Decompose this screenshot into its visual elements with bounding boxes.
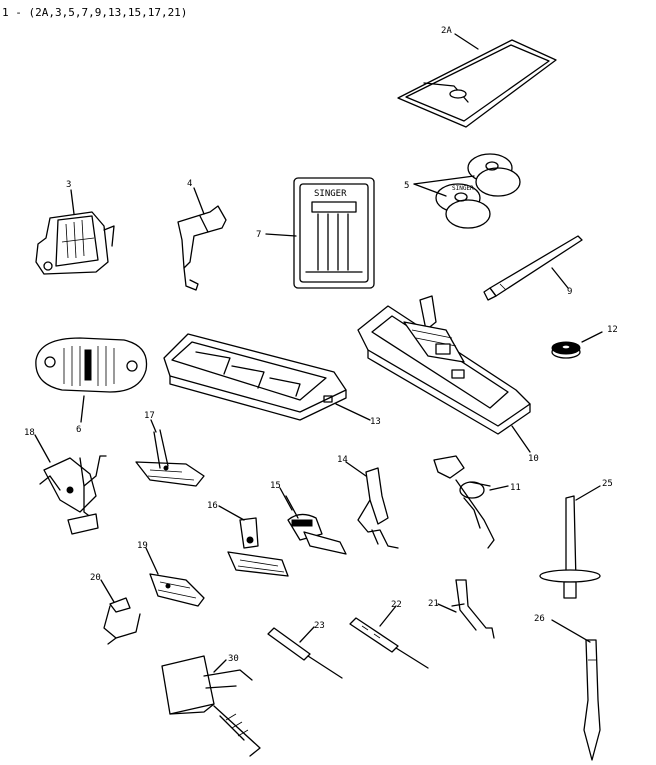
callout-3: 3 xyxy=(66,180,71,190)
needle-pack-brand: SINGER xyxy=(314,189,347,199)
bobbin-brand: SINGER xyxy=(452,185,474,192)
callout-13: 13 xyxy=(370,417,381,427)
part-15-zipper-foot xyxy=(285,495,347,555)
leader-5a xyxy=(413,175,475,185)
callout-10: 10 xyxy=(528,454,539,464)
callout-30: 30 xyxy=(228,654,239,664)
part-13-accessory-tray xyxy=(163,333,347,421)
leader-10 xyxy=(511,425,531,453)
leader-6 xyxy=(80,395,85,423)
part-20-wire-foot xyxy=(103,597,141,645)
leader-12 xyxy=(581,331,603,343)
part-11-darning-foot xyxy=(433,455,495,549)
part-4-blind-stitch-guide xyxy=(177,205,227,291)
callout-22: 22 xyxy=(391,600,402,610)
part-25-spool-pin xyxy=(539,495,601,599)
part-23-small-screwdriver xyxy=(267,627,343,679)
part-12-spool-felt xyxy=(551,341,581,359)
callout-17: 17 xyxy=(144,411,155,421)
part-5-bobbins: SINGER xyxy=(435,153,521,229)
part-21-shank xyxy=(451,579,495,639)
part-14-foot-shank xyxy=(357,467,399,549)
callout-26: 26 xyxy=(534,614,545,624)
callout-6: 6 xyxy=(76,425,81,435)
leader-22 xyxy=(379,605,397,627)
callout-15: 15 xyxy=(270,481,281,491)
callout-14: 14 xyxy=(337,455,348,465)
callout-9: 9 xyxy=(567,287,572,297)
leader-25 xyxy=(575,485,601,501)
callout-7: 7 xyxy=(256,230,261,240)
part-22-screwdriver xyxy=(349,617,429,669)
callout-21: 21 xyxy=(428,599,439,609)
leader-5b xyxy=(413,183,447,197)
callout-5: 5 xyxy=(404,181,409,191)
part-9-seam-ripper xyxy=(483,235,583,301)
callout-19: 19 xyxy=(137,541,148,551)
parts-list-header: 1 - (2A,3,5,7,9,13,15,17,21) xyxy=(2,6,187,19)
leader-30 xyxy=(213,659,227,673)
leader-2a xyxy=(454,33,479,50)
leader-11 xyxy=(489,485,509,491)
part-18-presser-foot xyxy=(39,455,107,535)
part-17-presser-foot xyxy=(135,429,205,487)
callout-2a: 2A xyxy=(441,26,452,36)
leader-3 xyxy=(70,189,75,215)
leader-9 xyxy=(551,267,569,289)
callout-12: 12 xyxy=(607,325,618,335)
leader-26 xyxy=(551,619,591,643)
part-7-needle-pack: SINGER xyxy=(293,177,375,289)
part-2a-envelope xyxy=(397,39,557,128)
leader-13 xyxy=(335,403,371,421)
part-26-needle xyxy=(583,639,601,761)
part-10-buttonhole-attachment xyxy=(357,295,531,435)
callout-16: 16 xyxy=(207,501,218,511)
callout-4: 4 xyxy=(187,179,192,189)
leader-16 xyxy=(218,505,245,521)
leader-7 xyxy=(265,233,297,237)
leader-14 xyxy=(345,461,367,477)
leader-18 xyxy=(34,434,51,463)
callout-18: 18 xyxy=(24,428,35,438)
callout-20: 20 xyxy=(90,573,101,583)
leader-17 xyxy=(150,419,157,433)
part-16-general-foot xyxy=(227,517,289,577)
callout-11: 11 xyxy=(510,483,521,493)
part-6-feed-cover-plate xyxy=(35,337,148,393)
part-30-ruffler xyxy=(161,655,261,757)
leader-21 xyxy=(437,603,457,613)
callout-25: 25 xyxy=(602,479,613,489)
leader-4 xyxy=(193,187,205,215)
leader-23 xyxy=(299,626,315,643)
leader-20 xyxy=(100,579,115,603)
callout-23: 23 xyxy=(314,621,325,631)
leader-15 xyxy=(279,487,293,511)
leader-19 xyxy=(145,547,159,575)
part-3-throat-plate xyxy=(35,211,115,275)
part-19-overedge-foot xyxy=(149,573,205,607)
